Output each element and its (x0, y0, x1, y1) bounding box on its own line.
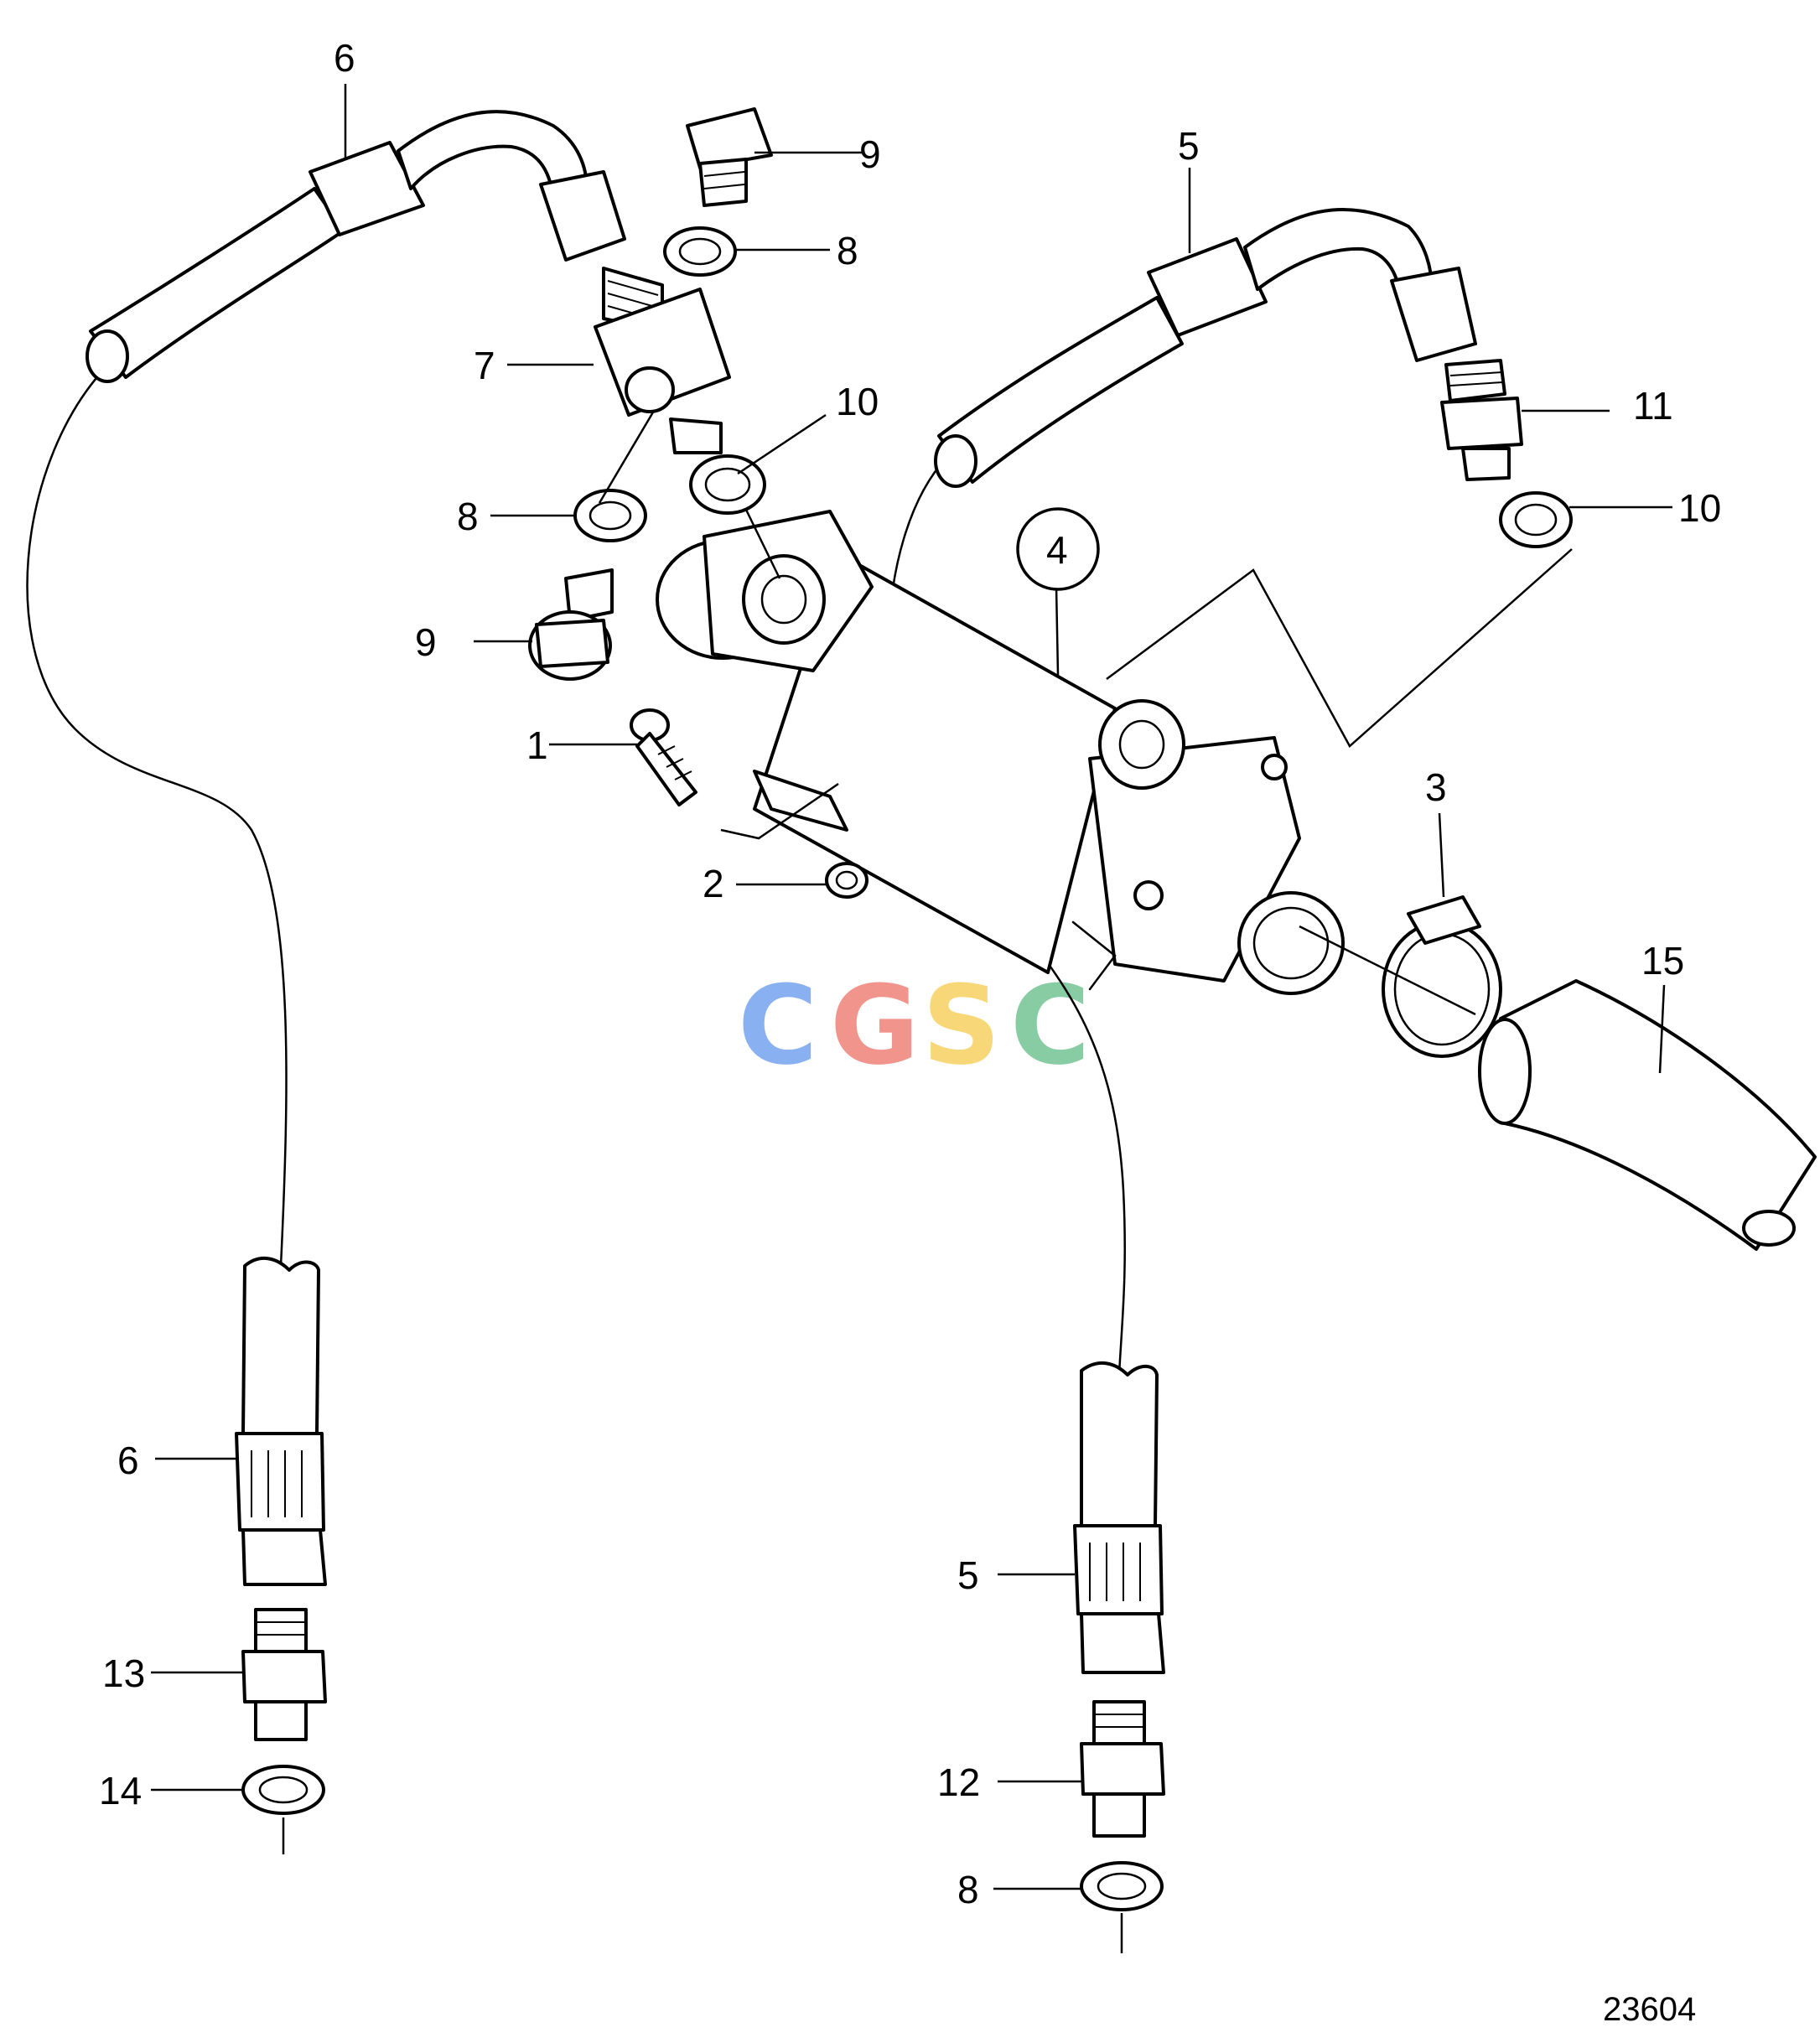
callout-9-left: 9 (415, 620, 437, 664)
washer-10-left (689, 454, 766, 515)
callout-2: 2 (703, 862, 724, 905)
union-12 (1080, 1700, 1165, 1838)
callout-12: 12 (937, 1760, 980, 1804)
callout-5-top: 5 (1178, 124, 1200, 168)
watermark-letter-2: G (830, 962, 920, 1089)
heat-exchanger-body (656, 510, 1345, 995)
t-fitting-block-7 (594, 267, 731, 454)
plug-9-left (528, 568, 614, 681)
callout-8-left: 8 (457, 495, 479, 538)
watermark-letter-3: S (922, 962, 1001, 1089)
washer-8-bottom (1080, 1861, 1164, 1911)
callout-15: 15 (1641, 939, 1684, 983)
callout-10-left: 10 (836, 380, 879, 423)
washer-8-top (663, 226, 737, 277)
hose-5-lower (1073, 1361, 1165, 1674)
hose-6-routing-line (26, 371, 288, 1268)
adapter-11 (1440, 359, 1523, 481)
callout-10-right: 10 (1678, 486, 1721, 530)
callout-4: 4 (1046, 528, 1068, 572)
union-13 (241, 1608, 327, 1741)
callout-4-circle (1016, 507, 1100, 591)
callout-13: 13 (102, 1652, 145, 1695)
hose-6-lower (235, 1256, 327, 1586)
callout-3: 3 (1425, 765, 1447, 809)
washer-8-left (573, 489, 647, 542)
callout-6-top: 6 (334, 36, 355, 80)
drawing-number: 23604 (1603, 1991, 1696, 2028)
callout-14: 14 (99, 1769, 142, 1812)
washer-10-right (1499, 491, 1573, 548)
watermark-letter-4: C (1010, 962, 1090, 1089)
callout-6-bottom: 6 (117, 1439, 139, 1482)
bolt-1 (630, 708, 697, 806)
nut-2 (825, 862, 869, 899)
callout-9-top: 9 (859, 132, 881, 176)
hose-5-upper (934, 208, 1477, 488)
callout-8-bottom: 8 (957, 1868, 979, 1911)
hose-clamp-3 (1382, 895, 1502, 1058)
callout-5-bottom: 5 (957, 1553, 979, 1597)
hose-15 (1478, 979, 1817, 1251)
plug-9-top (686, 107, 773, 207)
hose-6-upper (86, 110, 626, 383)
callouts: 1 2 3 4 5 5 6 6 7 8 8 8 9 9 10 10 11 12 … (99, 36, 1721, 1911)
callout-1: 1 (526, 723, 548, 767)
watermark-letter-1: C (738, 962, 817, 1089)
washer-14 (241, 1765, 325, 1815)
watermark-logo: C G S C (738, 962, 1090, 1089)
callout-7: 7 (474, 344, 495, 387)
callout-8-top: 8 (837, 229, 858, 272)
leader-lines (151, 84, 1672, 1890)
callout-11: 11 (1633, 384, 1673, 428)
